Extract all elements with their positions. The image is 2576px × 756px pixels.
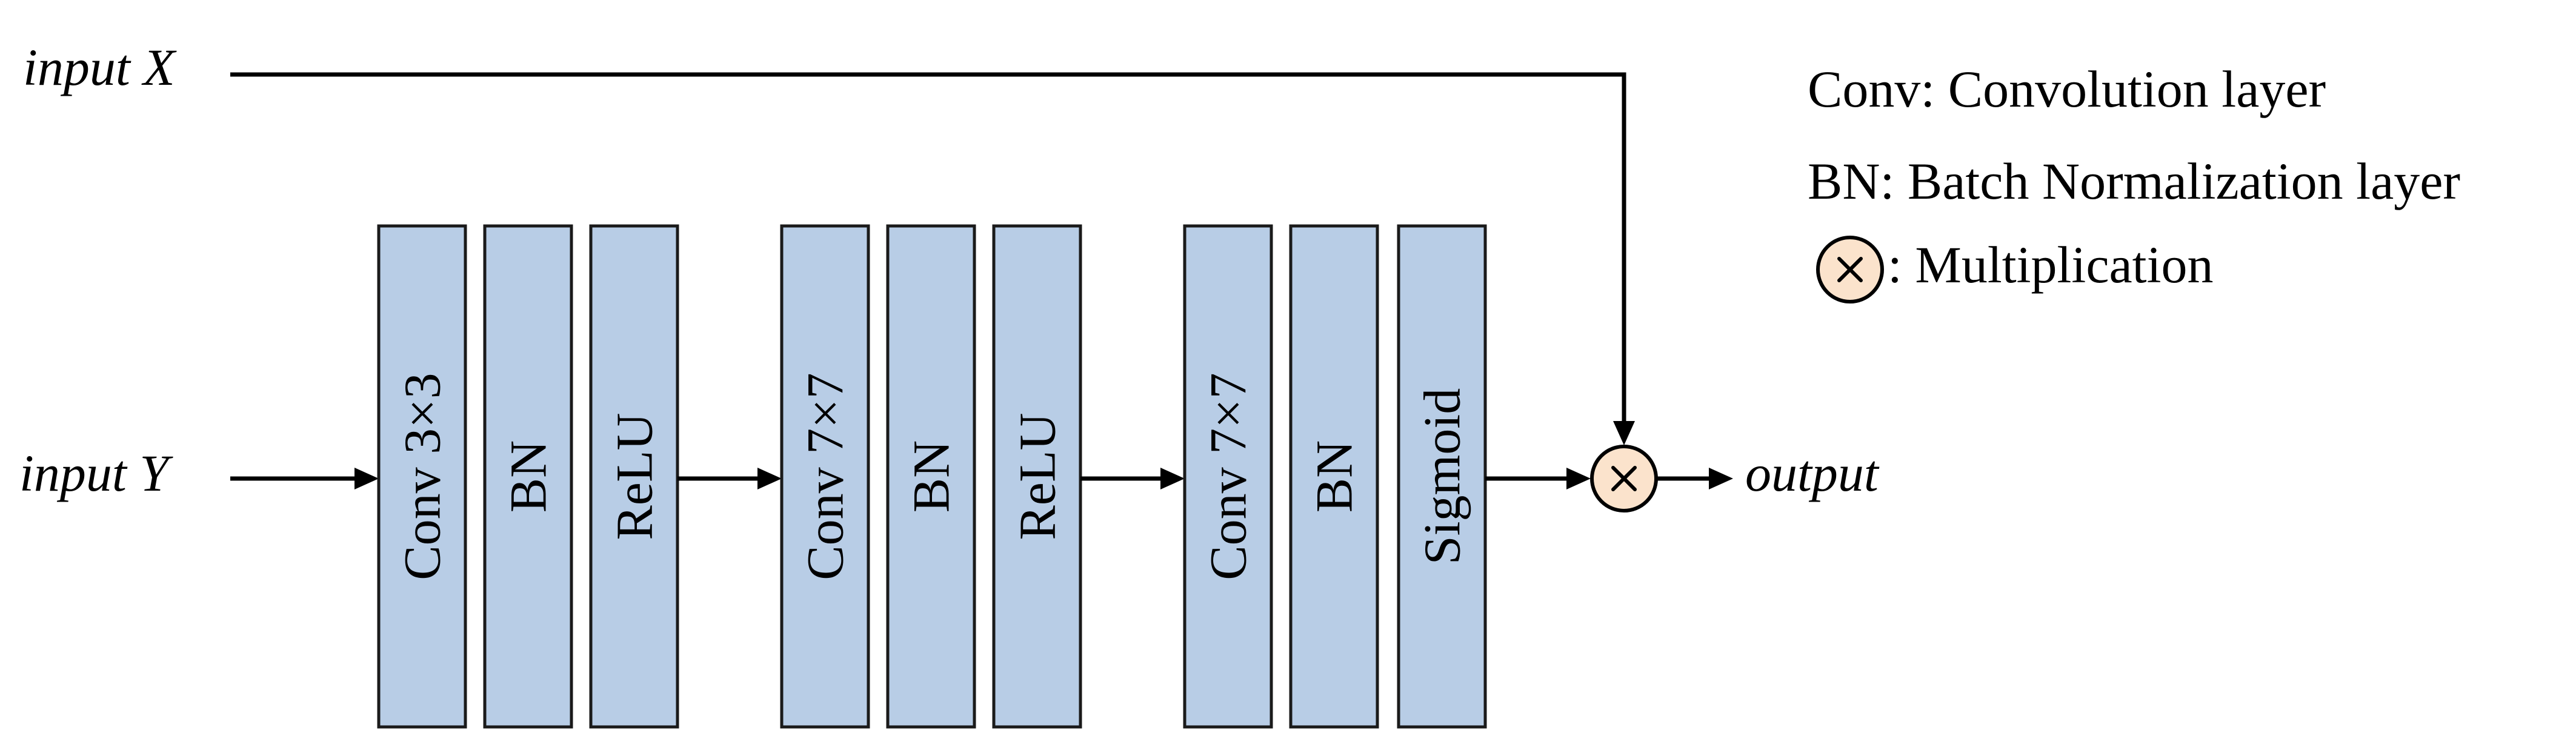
connector-1-2-arrowhead xyxy=(757,468,782,489)
block-bn-1 xyxy=(483,224,573,729)
block-group-3: Conv 7×7 BN Sigmoid xyxy=(1183,224,1487,729)
block-relu-1-label: ReLU xyxy=(605,413,664,540)
input-x-label: input X xyxy=(23,38,177,96)
block-relu-1 xyxy=(589,224,679,729)
input-y-label: input Y xyxy=(19,444,173,502)
block-bn-3-label: BN xyxy=(1305,440,1363,512)
block-bn-3 xyxy=(1289,224,1379,729)
block-bn-1-label: BN xyxy=(499,440,557,512)
block-conv3x3 xyxy=(377,224,467,729)
block-conv7x7-1-label: Conv 7×7 xyxy=(796,373,854,580)
block-relu-2 xyxy=(992,224,1082,729)
block-bn-2-label: BN xyxy=(902,440,960,512)
output-label: output xyxy=(1745,444,1880,502)
block-conv7x7-2 xyxy=(1183,224,1273,729)
input-y-arrowhead xyxy=(354,468,379,489)
legend-conv: Conv: Convolution layer xyxy=(1808,60,2326,118)
legend-bn: BN: Batch Normalization layer xyxy=(1808,152,2460,210)
legend-multiply-cross-b xyxy=(1837,257,1863,282)
multiply-node xyxy=(1590,445,1658,512)
input-x-arrowhead xyxy=(1613,421,1635,445)
block-sigmoid-label: Sigmoid xyxy=(1413,388,1471,565)
block-conv7x7-1 xyxy=(780,224,870,729)
block-group-1: Conv 3×3 BN ReLU xyxy=(377,224,679,729)
block-relu-2-label: ReLU xyxy=(1008,413,1067,540)
block-conv3x3-label: Conv 3×3 xyxy=(393,373,451,580)
multiply-cross-b xyxy=(1611,466,1637,491)
block-conv7x7-2-label: Conv 7×7 xyxy=(1199,373,1257,580)
block-sigmoid xyxy=(1397,224,1487,729)
legend-mult: : Multiplication xyxy=(1888,236,2213,294)
block-bn-2 xyxy=(886,224,976,729)
connector-to-output-arrowhead xyxy=(1709,468,1733,489)
block-group-2: Conv 7×7 BN ReLU xyxy=(780,224,1082,729)
input-x-connector xyxy=(230,72,1626,421)
legend: Conv: Convolution layer BN: Batch Normal… xyxy=(1808,60,2460,303)
connector-2-3-arrowhead xyxy=(1160,468,1185,489)
connector-to-multiply-arrowhead xyxy=(1566,468,1591,489)
